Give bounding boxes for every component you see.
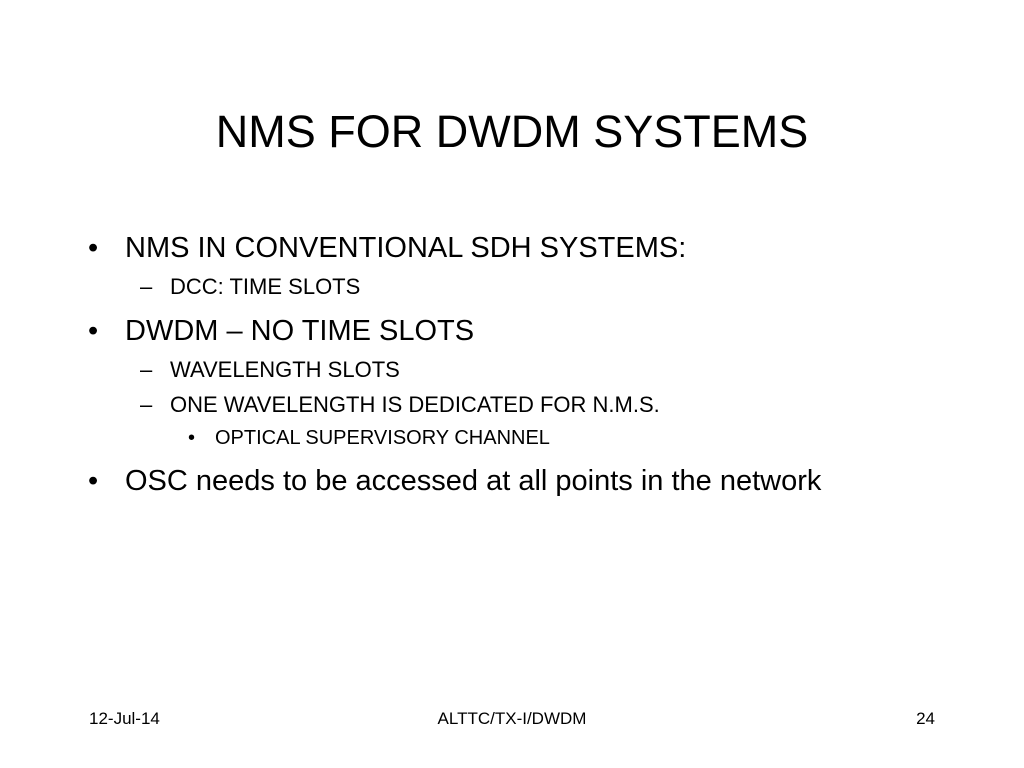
sub-bullet-item: – DCC: TIME SLOTS <box>88 272 848 302</box>
sub-bullet-text: DCC: TIME SLOTS <box>170 274 361 299</box>
footer-center-text: ALTTC/TX-I/DWDM <box>437 709 587 728</box>
dash-marker: – <box>140 357 153 382</box>
sub-sub-bullet-text: OPTICAL SUPERVISORY CHANNEL <box>215 427 550 449</box>
bullet-marker: • <box>88 232 99 264</box>
sub-bullet-text: WAVELENGTH SLOTS <box>170 357 400 382</box>
sub-bullet-item: – WAVELENGTH SLOTS <box>88 355 848 385</box>
bullet-marker: • <box>188 427 196 449</box>
sub-sub-bullet-item: • OPTICAL SUPERVISORY CHANNEL <box>88 424 848 452</box>
sub-bullet-item: – ONE WAVELENGTH IS DEDICATED FOR N.M.S. <box>88 390 848 420</box>
bullet-list: • NMS IN CONVENTIONAL SDH SYSTEMS: – DCC… <box>88 228 848 501</box>
bullet-text: NMS IN CONVENTIONAL SDH SYSTEMS: <box>125 232 687 264</box>
sub-bullet-text: ONE WAVELENGTH IS DEDICATED FOR N.M.S. <box>170 392 660 417</box>
dash-marker: – <box>140 392 153 417</box>
bullet-item: • DWDM – NO TIME SLOTS <box>88 311 848 351</box>
bullet-text: DWDM – NO TIME SLOTS <box>125 315 475 347</box>
footer-date: 12-Jul-14 <box>89 709 160 728</box>
bullet-text: OSC needs to be accessed at all points i… <box>125 465 822 497</box>
bullet-marker: • <box>88 315 99 347</box>
bullet-marker: • <box>88 465 99 497</box>
slide-title: NMS FOR DWDM SYSTEMS <box>215 106 809 157</box>
page-number: 24 <box>916 709 935 728</box>
bullet-item: • NMS IN CONVENTIONAL SDH SYSTEMS: <box>88 228 848 268</box>
bullet-item: • OSC needs to be accessed at all points… <box>88 461 848 501</box>
dash-marker: – <box>140 274 153 299</box>
